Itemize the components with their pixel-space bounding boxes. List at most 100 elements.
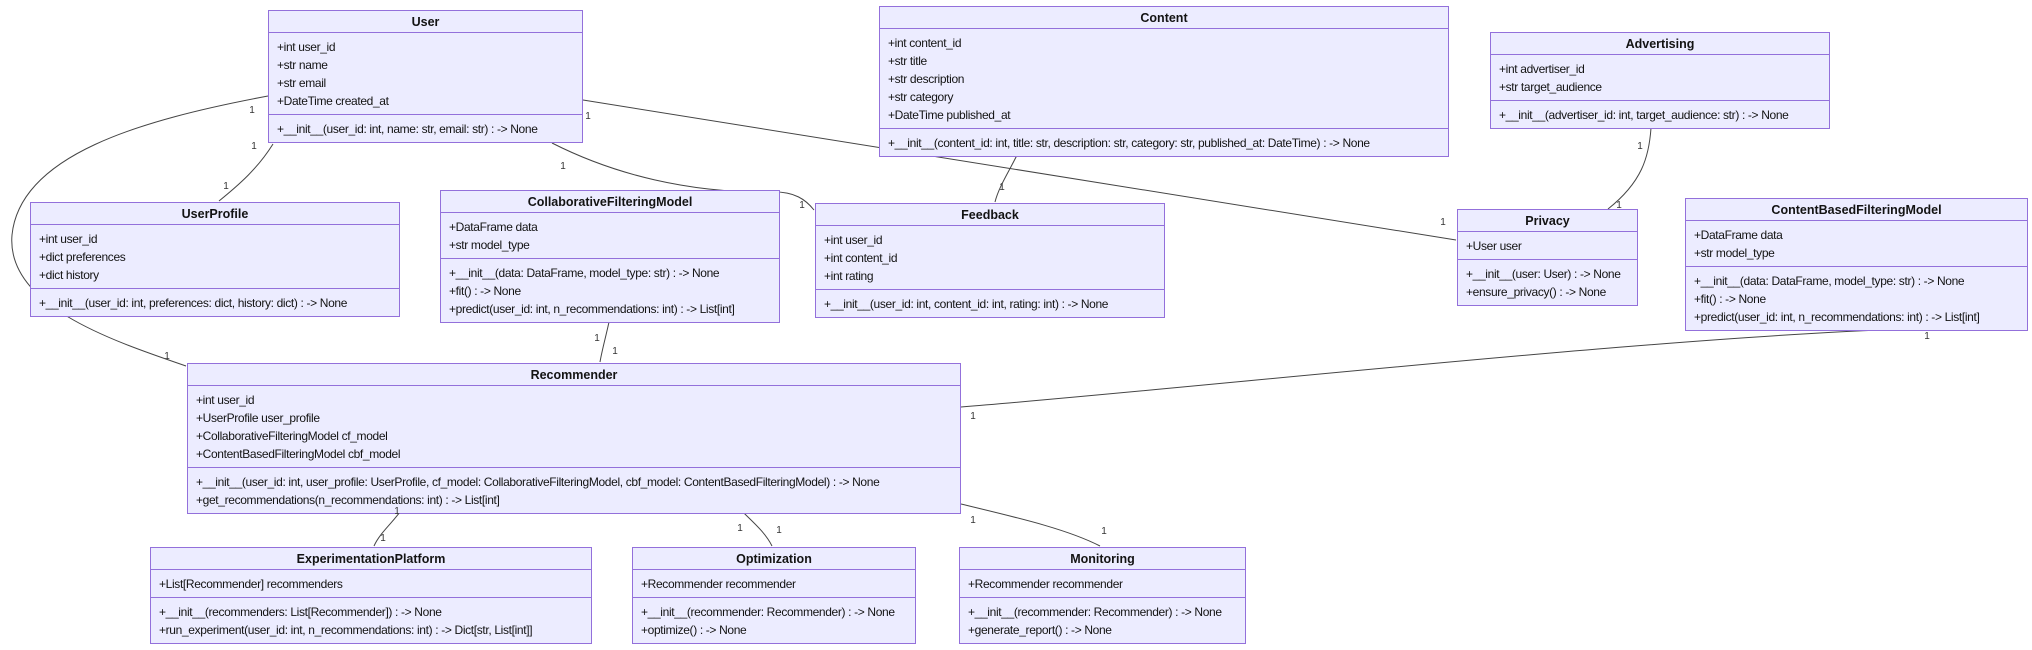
multiplicity-label: 1 <box>1924 331 1930 342</box>
class-title: User <box>269 11 582 33</box>
attribute-row: +int user_id <box>824 233 883 247</box>
attribute-row: +int user_id <box>39 232 98 246</box>
class-box-content-based-filtering-model: ContentBasedFilteringModel+DataFrame dat… <box>1685 198 2028 331</box>
method-row: +__init__(user_id: int, content_id: int,… <box>824 297 1109 311</box>
class-title: Recommender <box>188 364 960 386</box>
association-user-userprofile <box>218 143 274 202</box>
method-row: +__init__(user_id: int, name: str, email… <box>277 122 538 136</box>
attribute-row: +ContentBasedFilteringModel cbf_model <box>196 447 401 461</box>
attribute-row: +DataFrame data <box>1694 228 1783 242</box>
multiplicity-label: 1 <box>1637 141 1643 152</box>
attribute-row: +DateTime published_at <box>888 108 1011 122</box>
method-row: +fit() : -> None <box>449 284 521 298</box>
class-box-monitoring: Monitoring +Recommender recommender +__ini… <box>959 547 1246 644</box>
multiplicity-label: 1 <box>394 506 400 517</box>
method-row: +generate_report() : -> None <box>968 623 1112 637</box>
attribute-row: +int content_id <box>888 36 962 50</box>
multiplicity-label: 1 <box>380 533 386 544</box>
multiplicity-label: 1 <box>737 523 743 534</box>
multiplicity-label: 1 <box>612 346 618 357</box>
association-content-feedback <box>994 152 1019 203</box>
methods-compartment: +__init__(data: DataFrame, model_type: s… <box>1686 266 2027 330</box>
class-title: Advertising <box>1491 33 1829 55</box>
attributes-compartment: +int user_id+UserProfile user_profile+Co… <box>188 386 960 467</box>
method-row: +optimize() : -> None <box>641 623 747 637</box>
multiplicity-label: 1 <box>585 111 591 122</box>
attribute-row: +dict preferences <box>39 250 126 264</box>
multiplicity-label: 1 <box>1616 200 1622 211</box>
attributes-compartment: +int advertiser_id+str target_audience <box>1491 55 1829 100</box>
association-advertising-privacy <box>1607 127 1652 210</box>
attribute-row: +DataFrame data <box>449 220 538 234</box>
attributes-compartment: +int user_id+str name+str email+DateTime… <box>269 33 582 114</box>
class-title: UserProfile <box>31 203 399 225</box>
class-title: CollaborativeFilteringModel <box>441 191 779 213</box>
method-row: +__init__(user: User) : -> None <box>1466 267 1621 281</box>
class-title: Optimization <box>633 548 915 570</box>
class-title: Feedback <box>816 204 1164 226</box>
attributes-compartment: +int content_id+str title+str descriptio… <box>880 29 1448 128</box>
method-row: +__init__(user_id: int, preferences: dic… <box>39 296 348 310</box>
attribute-row: +Recommender recommender <box>968 577 1123 591</box>
attributes-compartment: +int user_id+int content_id+int rating <box>816 226 1164 289</box>
multiplicity-label: 1 <box>223 181 229 192</box>
method-row: +ensure_privacy() : -> None <box>1466 285 1606 299</box>
multiplicity-label: 1 <box>249 105 255 116</box>
class-title: Content <box>880 7 1448 29</box>
class-box-optimization: Optimization +Recommender recommender +__i… <box>632 547 916 644</box>
attributes-compartment: +List[Recommender] recommenders <box>151 570 591 597</box>
attribute-row: +str model_type <box>1694 246 1775 260</box>
association-collaborativefilteringmodel-recommender <box>599 321 610 363</box>
association-recommender-monitoring <box>960 503 1101 547</box>
methods-compartment: +__init__(user: User) : -> None +ensure_p… <box>1458 259 1637 305</box>
attribute-row: +int content_id <box>824 251 898 265</box>
multiplicity-label: 1 <box>164 351 170 362</box>
method-row: +__init__(user_id: int, user_profile: Us… <box>196 475 880 489</box>
class-title: Monitoring <box>960 548 1245 570</box>
methods-compartment: +__init__(data: DataFrame, model_type: s… <box>441 258 779 322</box>
class-title: Privacy <box>1458 210 1637 232</box>
multiplicity-label: 1 <box>1101 526 1107 537</box>
method-row: +fit() : -> None <box>1694 292 1766 306</box>
methods-compartment: +__init__(user_id: int, name: str, email… <box>269 114 582 142</box>
association-user-recommender <box>11 95 269 367</box>
multiplicity-label: 1 <box>776 525 782 536</box>
multiplicity-label: 1 <box>970 515 976 526</box>
class-box-advertising: Advertising+int advertiser_id+str target… <box>1490 32 1830 129</box>
methods-compartment: +__init__(user_id: int, user_profile: Us… <box>188 467 960 513</box>
method-row: +__init__(data: DataFrame, model_type: s… <box>449 266 720 280</box>
multiplicity-label: 1 <box>1440 217 1446 228</box>
multiplicity-label: 1 <box>560 161 566 172</box>
attribute-row: +Recommender recommender <box>641 577 796 591</box>
class-box-user: User+int user_id+str name+str email+Date… <box>268 10 583 143</box>
method-row: +predict(user_id: int, n_recommendations… <box>1694 310 1980 324</box>
method-row: +__init__(recommender: Recommender) : ->… <box>641 605 895 619</box>
class-box-user-profile: UserProfile +int user_id +dict preferences… <box>30 202 400 317</box>
method-row: +__init__(recommender: Recommender) : ->… <box>968 605 1222 619</box>
methods-compartment: +__init__(advertiser_id: int, target_aud… <box>1491 100 1829 128</box>
class-box-feedback: Feedback+int user_id+int content_id+int … <box>815 203 1165 318</box>
class-box-content: Content+int content_id+str title+str des… <box>879 6 1449 157</box>
multiplicity-label: 1 <box>251 141 257 152</box>
attributes-compartment: +Recommender recommender <box>960 570 1245 597</box>
method-row: +get_recommendations(n_recommendations: … <box>196 493 500 507</box>
method-row: +__init__(advertiser_id: int, target_aud… <box>1499 108 1789 122</box>
methods-compartment: +__init__(user_id: int, content_id: int,… <box>816 289 1164 317</box>
attributes-compartment: +Recommender recommender <box>633 570 915 597</box>
method-row: +run_experiment(user_id: int, n_recommen… <box>159 623 533 637</box>
attribute-row: +List[Recommender] recommenders <box>159 577 343 591</box>
attribute-row: +DateTime created_at <box>277 94 389 108</box>
attributes-compartment: +DataFrame data+str model_type <box>441 213 779 258</box>
methods-compartment: +__init__(recommender: Recommender) : ->… <box>633 597 915 643</box>
attribute-row: +dict history <box>39 268 99 282</box>
methods-compartment: +__init__(user_id: int, preferences: dic… <box>31 288 399 316</box>
attribute-row: +str description <box>888 72 965 86</box>
method-row: +predict(user_id: int, n_recommendations… <box>449 302 735 316</box>
class-title: ExperimentationPlatform <box>151 548 591 570</box>
attributes-compartment: +DataFrame data +str model_type <box>1686 221 2027 266</box>
methods-compartment: +__init__(recommenders: List[Recommender… <box>151 597 591 643</box>
attribute-row: +str target_audience <box>1499 80 1602 94</box>
attributes-compartment: +User user <box>1458 232 1637 259</box>
